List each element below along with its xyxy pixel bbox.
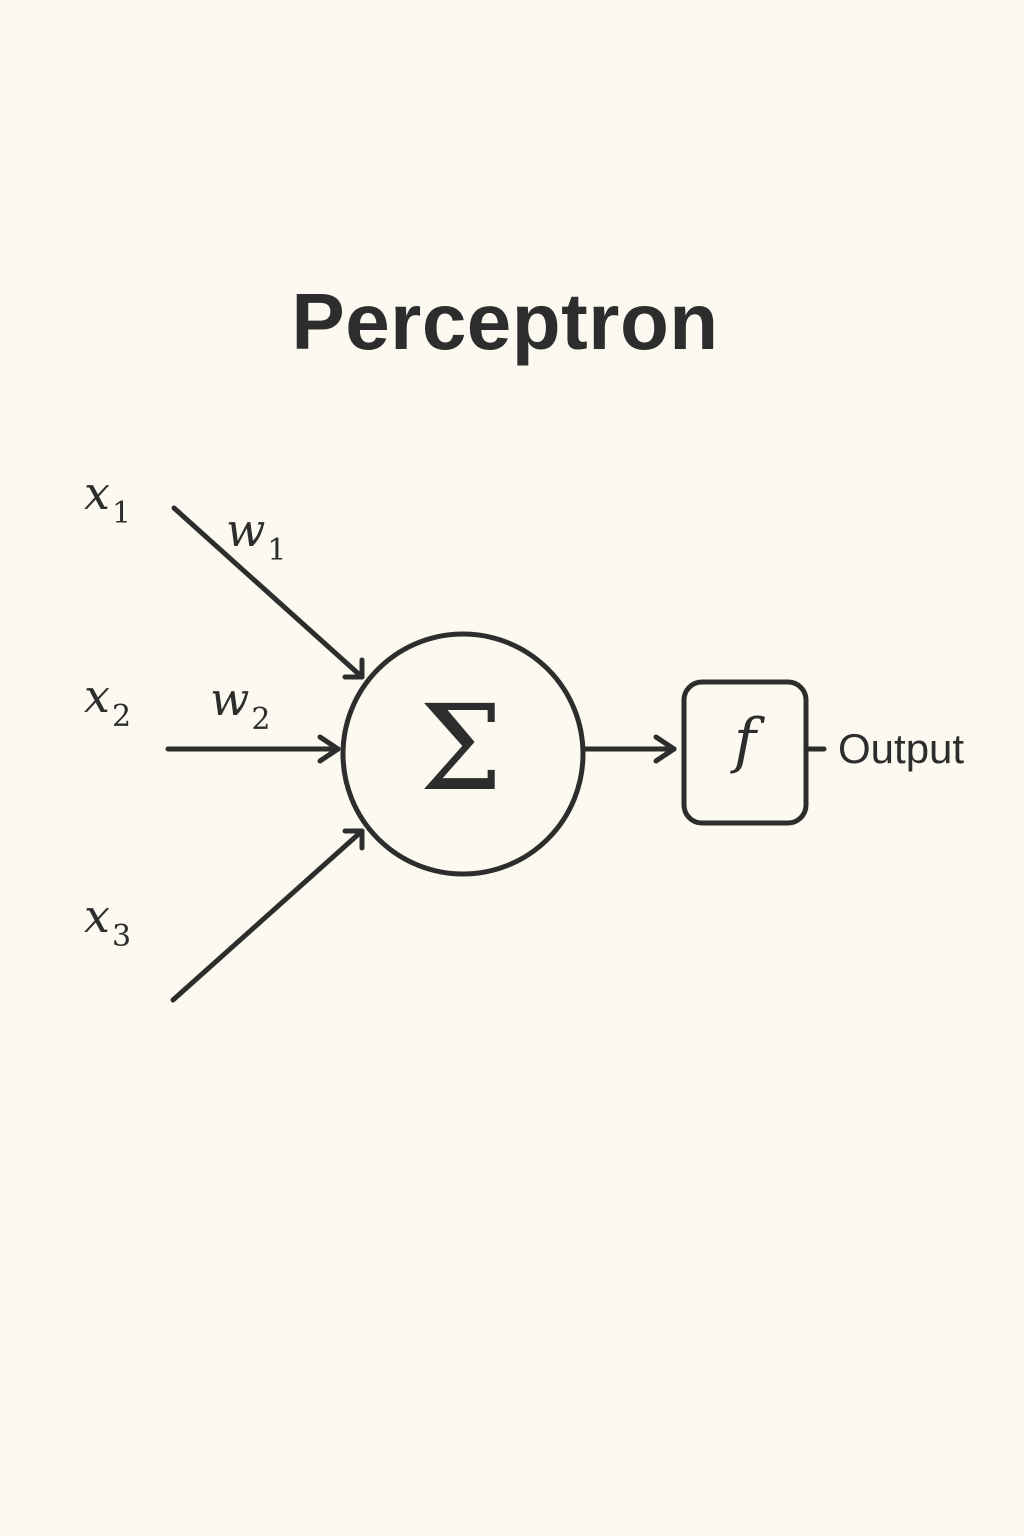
weight-index: 1 <box>267 533 287 568</box>
arrowhead-x1 <box>342 657 365 680</box>
activation-function-symbol: f <box>733 706 757 776</box>
input-symbol: x <box>84 889 110 943</box>
activation-box <box>681 679 809 826</box>
input-index: 2 <box>111 699 132 734</box>
weight-label-w2: w2 <box>210 676 270 735</box>
weight-symbol: w <box>210 672 250 726</box>
input-label-x2: x2 <box>84 673 131 732</box>
edge-x3-to-sum <box>170 828 365 1003</box>
input-label-x1: x1 <box>84 470 131 529</box>
input-symbol: x <box>84 669 110 723</box>
input-index: 1 <box>111 496 132 531</box>
input-symbol: x <box>84 466 110 520</box>
weight-index: 2 <box>251 702 271 737</box>
weight-label-w1: w1 <box>226 507 286 566</box>
summation-node <box>340 631 586 877</box>
edge-x1-to-sum <box>171 505 365 680</box>
input-index: 3 <box>111 919 132 954</box>
weight-symbol: w <box>226 503 266 557</box>
diagram-title: Perceptron <box>291 277 719 366</box>
input-label-x3: x3 <box>84 893 131 952</box>
arrowhead-activation <box>653 734 677 764</box>
summation-symbol: Σ <box>419 679 503 817</box>
output-label: Output <box>838 725 965 772</box>
arrowhead-x3 <box>342 828 365 851</box>
arrowhead-x2 <box>317 734 341 764</box>
